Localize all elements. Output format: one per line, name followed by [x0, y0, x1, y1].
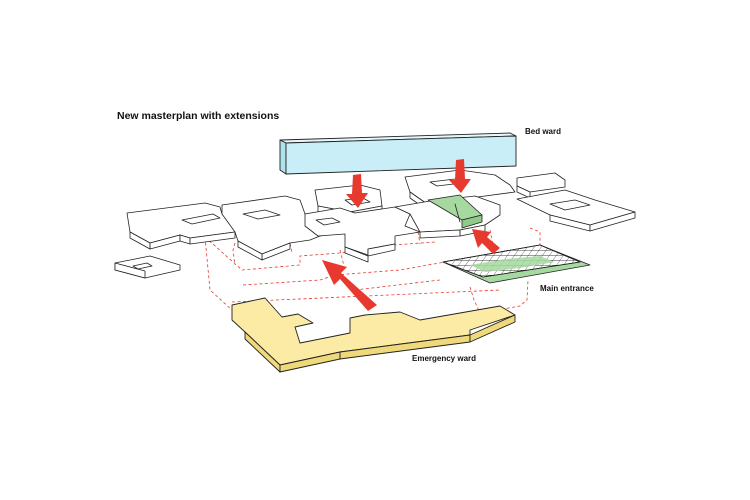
emergency-ward-label: Emergency ward — [412, 354, 476, 363]
green-extension — [427, 194, 483, 229]
diagram-title: New masterplan with extensions — [117, 110, 279, 122]
emergency-ward-arrow — [322, 260, 377, 311]
emergency-ward-block — [231, 297, 516, 373]
main-entrance-arrow — [472, 229, 500, 254]
bed-ward-block — [279, 132, 517, 175]
main-entrance-grid — [442, 244, 591, 284]
existing-buildings — [114, 169, 636, 279]
bed-ward-label: Bed ward — [525, 127, 561, 136]
bed-ward-down-arrow-left — [346, 174, 368, 208]
main-entrance-label: Main entrance — [540, 284, 594, 293]
bed-ward-down-arrow-right — [449, 159, 471, 193]
